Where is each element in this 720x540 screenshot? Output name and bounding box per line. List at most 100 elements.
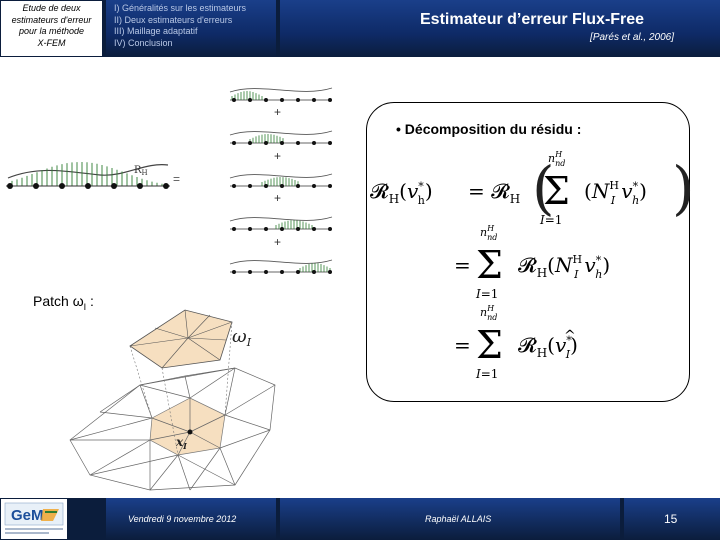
decomposed-curve — [229, 173, 333, 179]
svg-text:I=1: I=1 — [539, 213, 562, 227]
mesh-node — [296, 184, 300, 188]
mesh-node — [248, 227, 252, 231]
plus-sign: + — [274, 105, 281, 119]
decomposed-stems — [275, 220, 313, 229]
outline-item[interactable]: II) Deux estimateurs d'erreurs — [114, 14, 233, 25]
outline-item[interactable]: III) Maillage adaptatif — [114, 26, 198, 36]
svg-text:RH: RH — [134, 165, 148, 177]
svg-text:I=1: I=1 — [475, 287, 498, 301]
outline-item[interactable]: IV) Conclusion — [114, 37, 173, 48]
slide-title-box: Estimateur d’erreur Flux-Free [Parés et … — [280, 0, 720, 57]
svg-text:Σ: Σ — [476, 323, 503, 367]
mesh-node — [296, 270, 300, 274]
date-box: Vendredi 9 novembre 2012 — [106, 498, 276, 540]
mesh-node — [296, 227, 300, 231]
svg-text:): ) — [672, 154, 695, 222]
mesh-node — [328, 227, 332, 231]
citation: [Parés et al., 2006] — [590, 32, 674, 43]
node-point — [187, 429, 193, 435]
mesh-node — [296, 98, 300, 102]
decomposed-residual-plots — [229, 87, 333, 274]
mesh-node — [232, 141, 236, 145]
mesh-node — [280, 227, 284, 231]
decomposed-curve — [229, 259, 333, 265]
residual-decomposition-diagram: RH = + + + + — [6, 87, 333, 274]
mesh-node — [232, 227, 236, 231]
patch-label: Patch ωI : — [33, 293, 94, 312]
svg-text:Σ: Σ — [543, 169, 570, 213]
mesh-node — [264, 227, 268, 231]
mesh-node — [248, 184, 252, 188]
presentation-title-box: Etude de deux estimateurs d'erreur pour … — [0, 0, 103, 57]
eq-lhs: 𝓡H(v*h) — [370, 179, 433, 207]
mesh-node — [312, 98, 316, 102]
eq-line2: = — [454, 253, 471, 277]
logo-text: GeM — [11, 507, 44, 524]
svg-text:^: ^ — [564, 328, 576, 344]
equals-sign: = — [173, 172, 180, 186]
outline-box: I) Généralités sur les estimateurs II) D… — [106, 0, 276, 57]
mesh-node — [328, 184, 332, 188]
presentation-title-line: X-FEM — [37, 37, 66, 48]
presentation-title-line: Etude de deux — [22, 3, 81, 13]
residual-symbol: R — [134, 165, 142, 176]
mesh-node — [280, 141, 284, 145]
plus-sign: + — [274, 149, 281, 163]
author-box: Raphaël ALLAIS — [280, 498, 620, 540]
background-mesh — [69, 367, 276, 491]
decomposition-panel — [366, 102, 690, 402]
decomposed-stems — [261, 177, 299, 186]
svg-text:Σ: Σ — [476, 243, 503, 287]
svg-text:(: ( — [532, 154, 555, 222]
footer-author: Raphaël ALLAIS — [425, 514, 492, 524]
mesh-node — [312, 184, 316, 188]
footer-date: Vendredi 9 novembre 2012 — [128, 514, 237, 524]
decomposed-curve — [229, 130, 333, 136]
slide-title: Estimateur d’erreur Flux-Free — [420, 11, 645, 28]
mesh-node — [280, 270, 284, 274]
decomposed-stems — [231, 91, 263, 100]
decomposed-stems — [299, 263, 331, 272]
mesh-node — [280, 98, 284, 102]
gem-logo: GeM — [4, 502, 64, 534]
presentation-title-line: estimateurs d'erreur — [11, 14, 92, 25]
mesh-node — [328, 141, 332, 145]
patch-mesh-diagram: ωI xI — [69, 309, 276, 491]
mesh-node — [296, 141, 300, 145]
mesh-node — [264, 270, 268, 274]
decomposed-curve — [229, 216, 333, 222]
mesh-node — [328, 270, 332, 274]
mesh-node — [280, 184, 284, 188]
footer-bar: GeM Vendredi 9 novembre 2012 Raphaël ALL… — [0, 498, 720, 540]
mesh-node — [264, 141, 268, 145]
residual-plot: RH — [6, 162, 170, 189]
residual-subscript: H — [142, 169, 148, 177]
mesh-node — [312, 270, 316, 274]
omega-label: ωI — [232, 326, 252, 349]
mesh-node — [264, 184, 268, 188]
outline-item[interactable]: I) Généralités sur les estimateurs — [114, 3, 247, 13]
mesh-node — [232, 270, 236, 274]
mesh-node — [232, 98, 236, 102]
decomposed-curve — [229, 87, 333, 93]
node-label: xI — [175, 435, 187, 451]
svg-text:I=1: I=1 — [475, 367, 498, 381]
mesh-node — [248, 270, 252, 274]
eq-line3: = — [454, 333, 471, 357]
page-number: 15 — [664, 512, 678, 526]
mesh-node — [248, 141, 252, 145]
page-box: 15 — [624, 498, 720, 540]
mesh-node — [312, 227, 316, 231]
mesh-node — [248, 98, 252, 102]
mesh-node — [264, 98, 268, 102]
mesh-node — [232, 184, 236, 188]
patch-omega: ωI — [129, 309, 252, 369]
plus-sign: + — [274, 235, 281, 249]
decomposition-heading: • Décomposition du résidu : — [396, 121, 582, 137]
mesh-node — [328, 98, 332, 102]
